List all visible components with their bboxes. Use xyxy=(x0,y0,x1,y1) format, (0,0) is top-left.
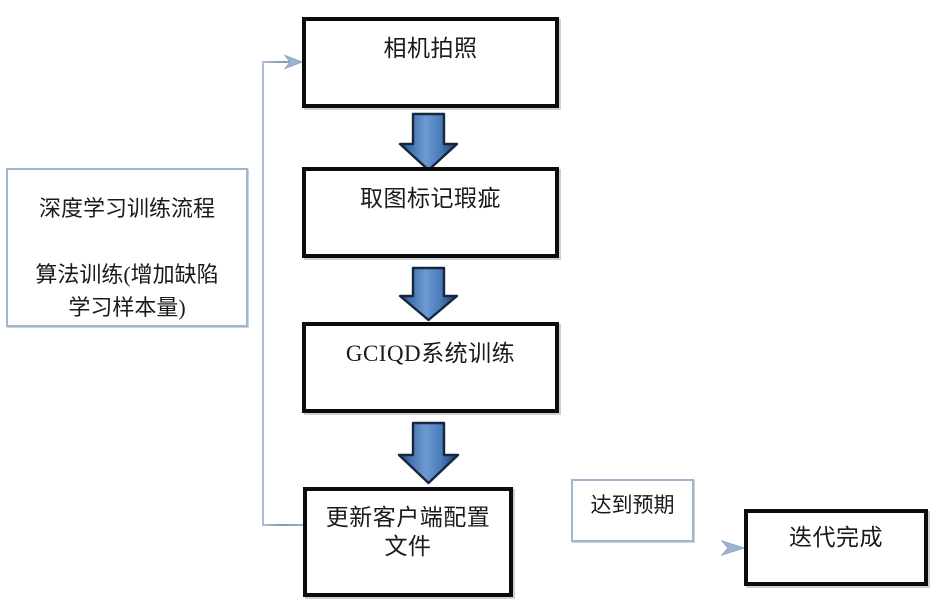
node-mark-defects[interactable]: 取图标记瑕疵 xyxy=(302,167,559,258)
node-iteration-complete[interactable]: 迭代完成 xyxy=(744,509,928,586)
block-arrow-mark-to-train xyxy=(398,266,459,322)
node-capture[interactable]: 相机拍照 xyxy=(302,17,559,108)
side-note-panel: 深度学习训练流程 算法训练(增加缺陷 学习样本量) xyxy=(6,168,248,327)
side-note-text: 深度学习训练流程 算法训练(增加缺陷 学习样本量) xyxy=(35,196,219,320)
block-arrow-capture-to-mark xyxy=(398,112,459,172)
connector-update-to-done xyxy=(513,539,746,557)
note-expected-result-label: 达到预期 xyxy=(590,493,675,517)
node-system-training[interactable]: GCIQD系统训练 xyxy=(302,322,559,413)
node-update-client-config-label: 更新客户端配置 文件 xyxy=(325,505,491,560)
feedback-connector-update-to-capture xyxy=(262,54,304,526)
node-iteration-complete-label: 迭代完成 xyxy=(789,525,883,550)
node-update-client-config[interactable]: 更新客户端配置 文件 xyxy=(303,487,513,597)
node-system-training-label: GCIQD系统训练 xyxy=(345,341,516,366)
node-mark-defects-label: 取图标记瑕疵 xyxy=(360,186,501,211)
block-arrow-train-to-update xyxy=(397,421,460,485)
note-expected-result: 达到预期 xyxy=(571,479,694,542)
node-capture-label: 相机拍照 xyxy=(383,36,478,61)
